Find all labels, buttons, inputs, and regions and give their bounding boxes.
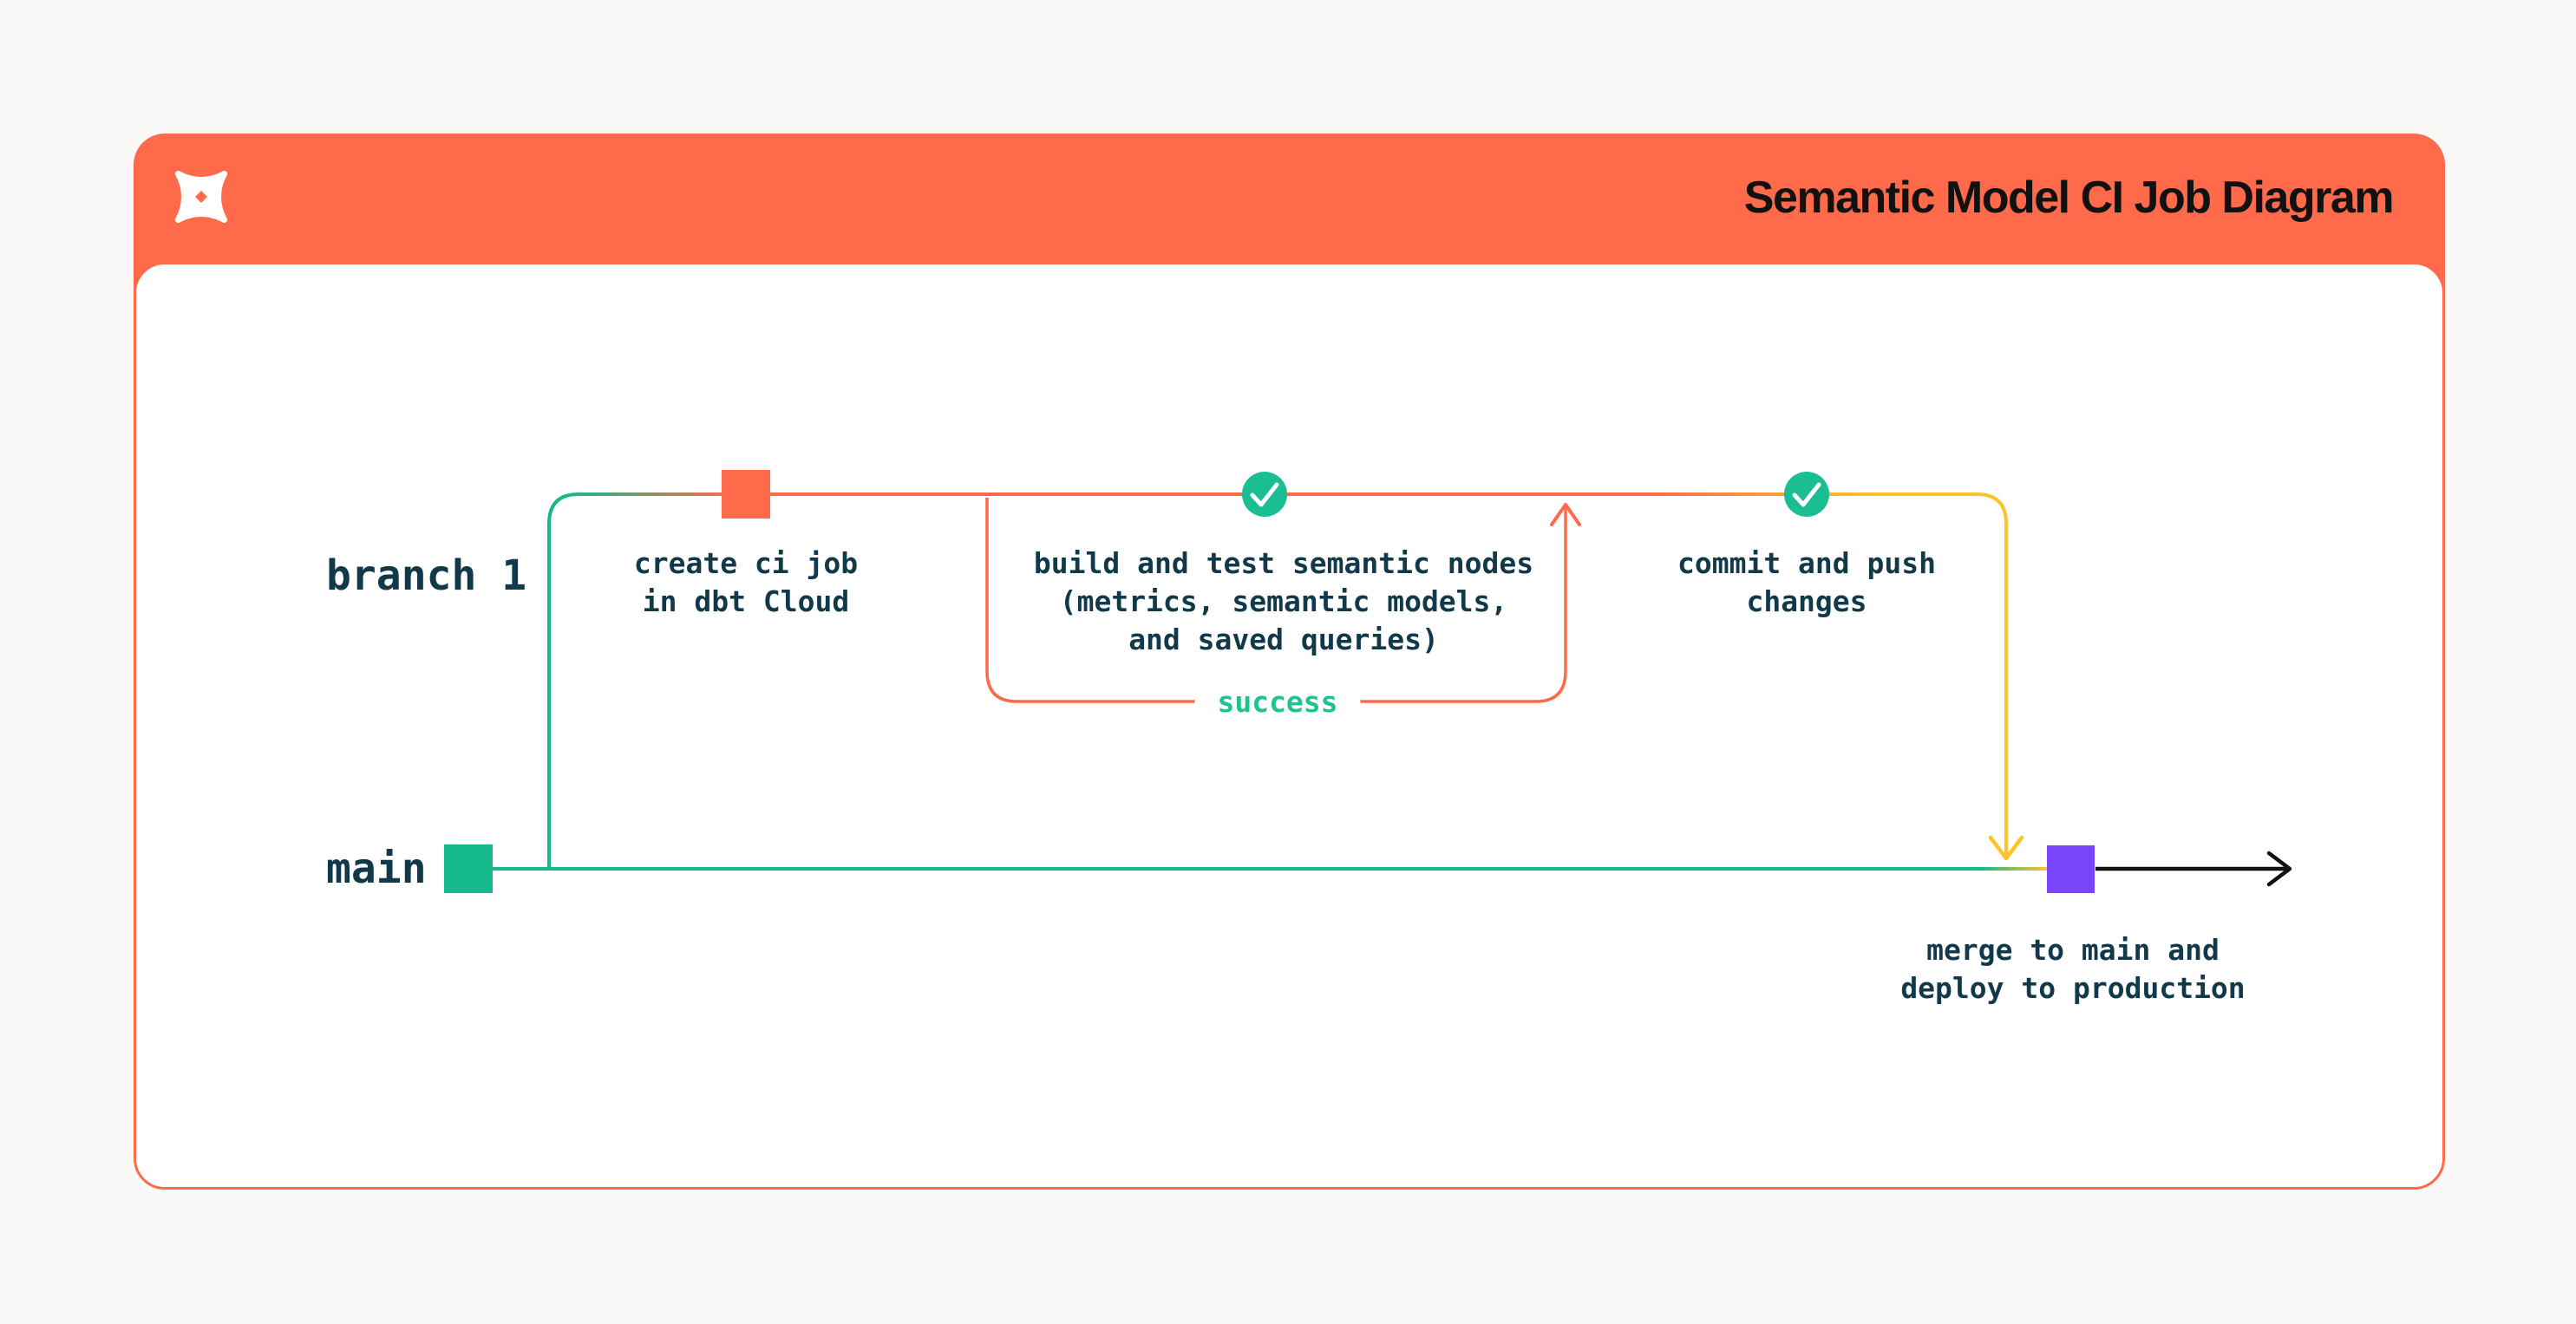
lane-label-branch1: branch 1 xyxy=(326,551,527,600)
arrowhead-right-icon xyxy=(2266,851,2292,887)
commit-square-merge xyxy=(2047,845,2095,893)
check-circle-icon-build xyxy=(1242,472,1287,517)
diagram-canvas xyxy=(134,262,2445,1190)
page-title: Semantic Model CI Job Diagram xyxy=(1743,173,2395,223)
check-circle-icon-commit xyxy=(1784,472,1829,517)
node-label-create-ci-job: create ci job in dbt Cloud xyxy=(633,546,859,618)
arrowhead-up-icon xyxy=(1550,503,1581,526)
node-label-merge-deploy: merge to main and deploy to production xyxy=(1900,933,2246,1005)
dbt-logo-icon xyxy=(174,170,228,224)
commit-square-ci xyxy=(722,470,770,519)
lane-label-main: main xyxy=(326,845,427,893)
node-label-build-test: build and test semantic nodes (metrics, … xyxy=(1033,546,1534,656)
node-label-commit-push: commit and push changes xyxy=(1677,546,1936,618)
commit-square-main xyxy=(444,845,493,893)
arrowhead-down-icon xyxy=(1988,835,2024,861)
success-loop-label: success xyxy=(1194,686,1361,719)
